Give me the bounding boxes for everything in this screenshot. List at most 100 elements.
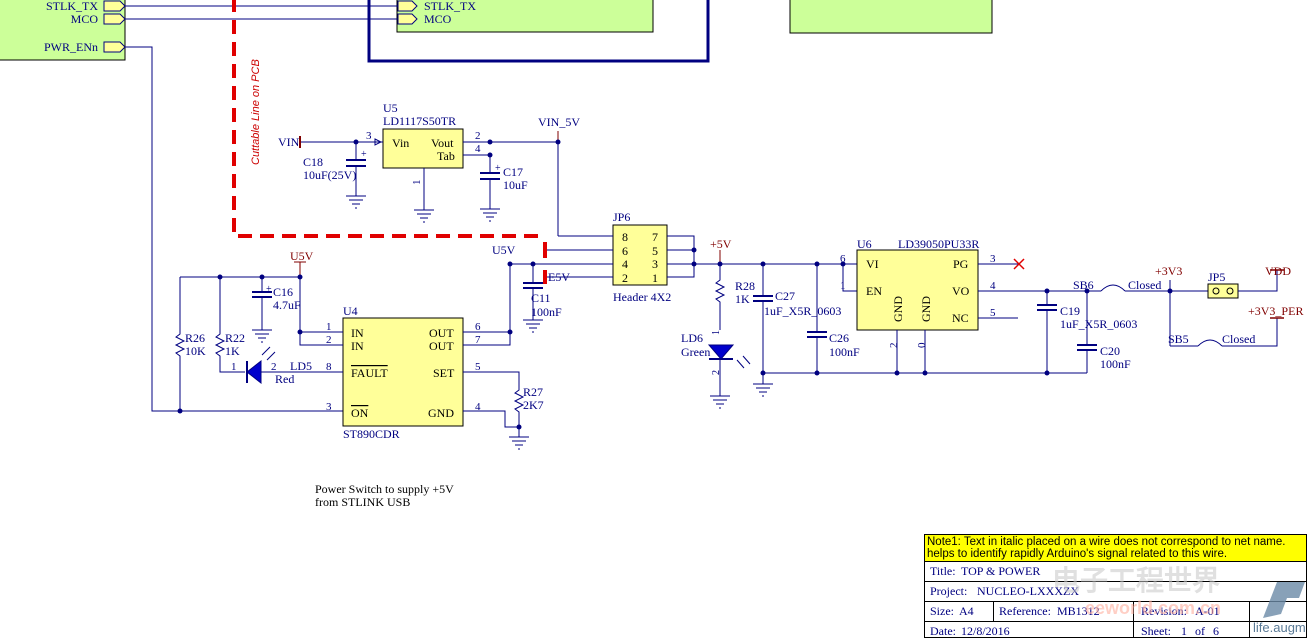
svg-text:3: 3 <box>366 130 372 142</box>
svg-text:SB6: SB6 <box>1073 278 1094 292</box>
svg-text:GND: GND <box>428 406 454 420</box>
svg-text:Tab: Tab <box>437 149 455 163</box>
svg-text:1uF_X5R_0603: 1uF_X5R_0603 <box>764 304 841 318</box>
wire-jp6-right <box>667 235 695 278</box>
svg-text:U4: U4 <box>343 304 358 318</box>
svg-text:OUT: OUT <box>429 326 454 340</box>
port-mco-right: MCO <box>397 12 452 26</box>
st-logo <box>1263 582 1305 618</box>
sb6-bridge: SB6 Closed <box>1073 278 1161 292</box>
c20-capacitor: C20 100nF <box>1077 291 1131 373</box>
net-plus3v3-per: +3V3_PER <box>1248 304 1303 318</box>
svg-text:2: 2 <box>271 361 277 373</box>
gnd-u4 <box>509 436 529 450</box>
svg-text:1uF_X5R_0603: 1uF_X5R_0603 <box>1060 317 1137 331</box>
svg-text:Red: Red <box>275 372 294 386</box>
svg-text:VO: VO <box>952 284 970 298</box>
svg-text:6: 6 <box>622 244 628 258</box>
svg-text:6: 6 <box>840 253 846 265</box>
u5-vin-arrow <box>374 138 383 146</box>
svg-text:4.7uF: 4.7uF <box>273 298 301 312</box>
svg-text:2: 2 <box>888 343 900 349</box>
svg-text:NC: NC <box>952 311 969 325</box>
svg-text:1K: 1K <box>225 344 240 358</box>
svg-text:+: + <box>266 284 272 295</box>
svg-text:C27: C27 <box>775 289 795 303</box>
svg-text:+: + <box>361 149 367 160</box>
svg-text:GND: GND <box>919 296 933 322</box>
svg-text:+: + <box>495 163 501 174</box>
wire-u5v <box>180 276 343 333</box>
svg-text:OUT: OUT <box>429 339 454 353</box>
svg-text:PWR_ENn: PWR_ENn <box>44 40 98 54</box>
gnd-ld6 <box>710 395 730 409</box>
svg-text:5: 5 <box>475 361 481 373</box>
c18-capacitor: + C18 10uF(25V) <box>303 142 367 196</box>
svg-text:STLK_TX: STLK_TX <box>424 0 476 13</box>
gnd-c16 <box>252 329 272 343</box>
svg-text:3: 3 <box>652 257 658 271</box>
wire-pwr-enn <box>125 46 345 412</box>
svg-text:2: 2 <box>475 130 481 142</box>
svg-text:LD1117S50TR: LD1117S50TR <box>383 114 456 128</box>
gnd-symbols-u5 <box>346 168 500 223</box>
svg-text:4: 4 <box>475 143 481 155</box>
svg-text:Closed: Closed <box>1222 332 1255 346</box>
svg-text:3: 3 <box>990 253 996 265</box>
svg-text:0: 0 <box>916 342 928 348</box>
svg-text:5: 5 <box>990 307 996 319</box>
svg-text:JP6: JP6 <box>613 210 630 224</box>
title-block: Note1: Text in italic placed on a wire d… <box>924 534 1307 638</box>
port-stlk-tx: STLK_TX <box>46 0 126 13</box>
svg-text:Closed: Closed <box>1128 278 1161 292</box>
svg-text:C17: C17 <box>503 165 523 179</box>
svg-text:R28: R28 <box>735 279 755 293</box>
mid-top-block <box>396 0 654 33</box>
svg-text:8: 8 <box>622 230 628 244</box>
jp5-jumper: JP5 <box>1207 270 1239 299</box>
title-row: Title: TOP & POWER <box>924 562 1307 582</box>
svg-text:U6: U6 <box>857 237 872 251</box>
net-plus3v3: +3V3 <box>1155 264 1182 278</box>
gnd-c27 <box>753 383 773 397</box>
net-e5v: E5V <box>548 270 570 284</box>
svg-text:100nF: 100nF <box>829 345 860 359</box>
svg-text:JP5: JP5 <box>1208 270 1225 284</box>
net-plus5v: +5V <box>710 237 732 251</box>
svg-text:PG: PG <box>953 257 969 271</box>
svg-text:5: 5 <box>652 244 658 258</box>
svg-text:Vout: Vout <box>431 136 454 150</box>
svg-text:ON: ON <box>351 406 369 420</box>
blue-frame <box>367 0 710 63</box>
port-stlk-tx-right: STLK_TX <box>397 0 476 13</box>
svg-text:Green: Green <box>681 345 710 359</box>
svg-text:IN: IN <box>351 326 364 340</box>
c11-capacitor: C11 100nF <box>523 264 562 320</box>
gnd-c11 <box>523 319 543 333</box>
pg-no-connect <box>1013 258 1025 270</box>
c17-capacitor: + C17 10uF <box>480 155 528 209</box>
svg-text:C11: C11 <box>531 291 551 305</box>
svg-text:R22: R22 <box>225 331 245 345</box>
c27-capacitor: C27 1uF_X5R_0603 <box>753 264 841 384</box>
net-u5v-jp6: U5V <box>492 243 516 257</box>
svg-text:3: 3 <box>326 401 332 413</box>
svg-text:10uF(25V): 10uF(25V) <box>303 168 356 182</box>
svg-text:10uF: 10uF <box>503 178 528 192</box>
ld5-led: LD5 Red 1 2 <box>231 346 343 386</box>
svg-text:2: 2 <box>622 271 628 285</box>
svg-text:SET: SET <box>433 366 455 380</box>
svg-text:SB5: SB5 <box>1168 332 1189 346</box>
svg-text:ST890CDR: ST890CDR <box>343 427 400 441</box>
net-vdd: VDD <box>1265 264 1291 278</box>
u5-regulator: U5 LD1117S50TR Vin Vout Tab 3 2 4 1 <box>366 101 481 185</box>
watermark-life: life.augm <box>1253 620 1306 635</box>
svg-text:100nF: 100nF <box>531 305 562 319</box>
svg-text:R26: R26 <box>185 331 205 345</box>
svg-text:10K: 10K <box>185 344 206 358</box>
r22-resistor: R22 1K <box>214 277 245 373</box>
c19-capacitor: C19 1uF_X5R_0603 <box>1037 291 1137 373</box>
sb5-bridge: SB5 Closed <box>1168 332 1255 347</box>
